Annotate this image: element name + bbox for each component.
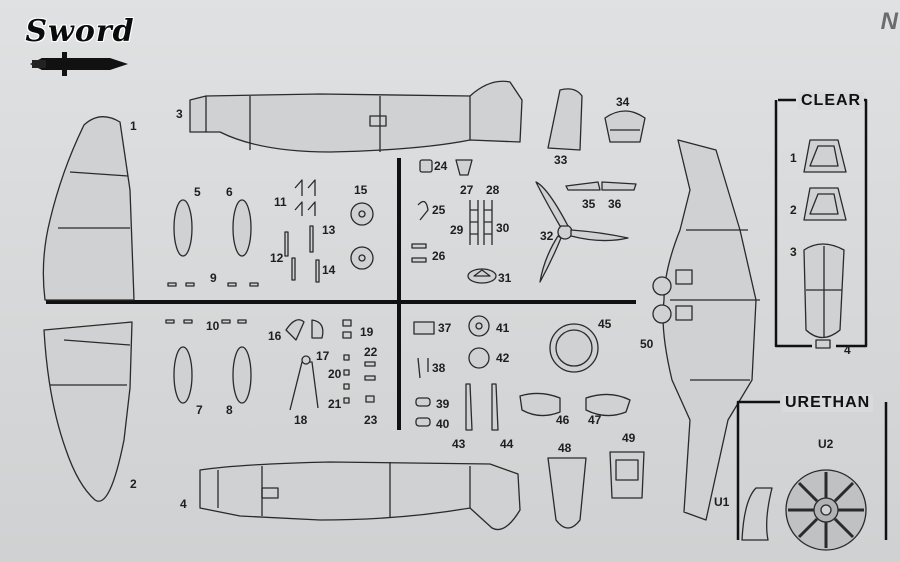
part-label-33: 33	[554, 153, 568, 167]
part-label-48: 48	[558, 441, 572, 455]
propeller-part	[535, 181, 629, 283]
part-48	[547, 457, 587, 529]
part-label-43: 43	[452, 437, 466, 451]
fuselage-upper-part	[189, 80, 523, 153]
corner-text: N	[880, 8, 898, 35]
part-label-22: 22	[364, 345, 378, 359]
part-label-39: 39	[436, 397, 450, 411]
part-label-25: 25	[432, 203, 446, 217]
part-label-40: 40	[436, 417, 450, 431]
canopy-part-2	[803, 187, 847, 221]
part-label-1: 1	[130, 119, 137, 133]
clear-label-2: 2	[790, 203, 797, 217]
part-label-15: 15	[354, 183, 368, 197]
part-label-13: 13	[322, 223, 336, 237]
part-label-32: 32	[540, 229, 554, 243]
part-label-20: 20	[328, 367, 342, 381]
part-label-50: 50	[640, 337, 654, 351]
part-label-49: 49	[622, 431, 636, 445]
urethan-part-u1	[741, 487, 773, 541]
wing-upper-part	[42, 116, 135, 301]
drop-tank-5	[173, 199, 193, 257]
part-label-27: 27	[460, 183, 474, 197]
clear-box-title: CLEAR	[798, 92, 865, 110]
part-label-10: 10	[206, 319, 220, 333]
part-label-45: 45	[598, 317, 612, 331]
part-label-47: 47	[588, 413, 602, 427]
lower-wing-part	[662, 139, 757, 521]
drop-tank-6	[232, 199, 252, 257]
part-label-34: 34	[616, 95, 630, 109]
sword-icon	[30, 52, 128, 76]
seat-part	[609, 451, 645, 499]
part-label-41: 41	[496, 321, 510, 335]
part-label-36: 36	[608, 197, 622, 211]
logo-wordmark: Sword	[25, 14, 135, 49]
part-label-26: 26	[432, 249, 446, 263]
part-label-11: 11	[274, 195, 287, 209]
clear-label-4: 4	[844, 343, 851, 357]
part-label-30: 30	[496, 221, 510, 235]
urethan-label-u1: U1	[714, 495, 730, 509]
part-34	[604, 110, 646, 143]
engine-part-u2	[785, 469, 867, 551]
part-label-46: 46	[556, 413, 570, 427]
wing-lower-part	[43, 321, 133, 502]
part-label-16: 16	[268, 329, 282, 343]
part-label-5: 5	[194, 185, 201, 199]
urethan-box-frame	[736, 400, 888, 540]
part-label-23: 23	[364, 413, 378, 427]
clear-label-1: 1	[790, 151, 797, 165]
part-label-24: 24	[434, 159, 448, 173]
part-label-8: 8	[226, 403, 233, 417]
part-label-29: 29	[450, 223, 464, 237]
part-label-17: 17	[316, 349, 330, 363]
part-label-14: 14	[322, 263, 336, 277]
sword-logo: Sword	[24, 12, 136, 78]
part-label-31: 31	[498, 271, 512, 285]
part-label-2: 2	[130, 477, 137, 491]
part-label-3: 3	[176, 107, 183, 121]
part-label-44: 44	[500, 437, 514, 451]
clear-label-3: 3	[790, 245, 797, 259]
part-label-9: 9	[210, 271, 217, 285]
part-label-4: 4	[180, 497, 187, 511]
urethan-box-title: URETHAN	[782, 394, 874, 412]
fuselage-lower-part	[199, 461, 521, 531]
part-label-42: 42	[496, 351, 510, 365]
part-label-28: 28	[486, 183, 500, 197]
part-label-37: 37	[438, 321, 452, 335]
part-label-21: 21	[328, 397, 342, 411]
part-label-12: 12	[270, 251, 284, 265]
drop-tank-7	[173, 346, 193, 404]
tail-fin-part	[547, 88, 583, 151]
urethan-label-u2: U2	[818, 437, 834, 451]
canopy-part-1	[803, 139, 847, 173]
part-label-18: 18	[294, 413, 308, 427]
part-label-35: 35	[582, 197, 596, 211]
part-label-7: 7	[196, 403, 203, 417]
part-label-38: 38	[432, 361, 446, 375]
part-label-19: 19	[360, 325, 374, 339]
drop-tank-8	[232, 346, 252, 404]
part-label-6: 6	[226, 185, 233, 199]
